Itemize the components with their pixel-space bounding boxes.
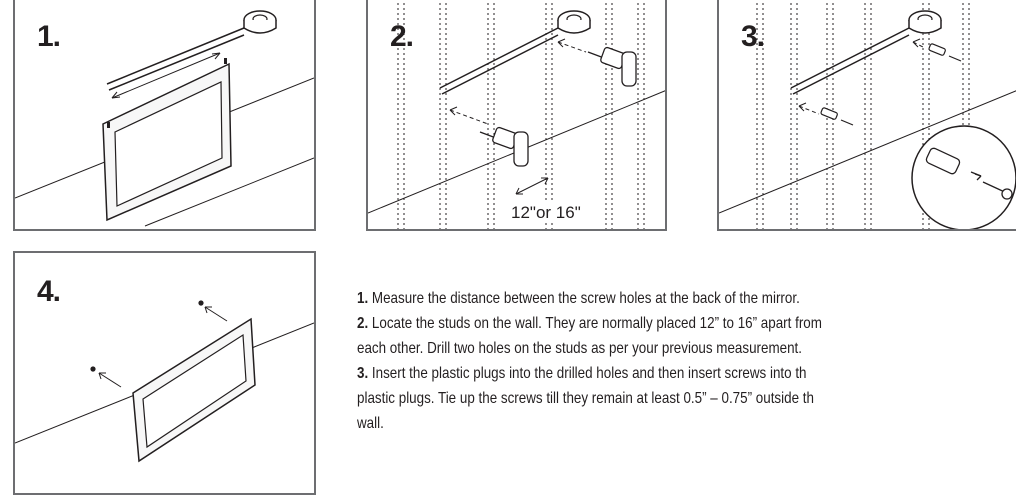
step-4-number: 4. xyxy=(37,275,61,308)
instruction-3: 3. Insert the plastic plugs into the dri… xyxy=(357,361,924,386)
instruction-2: 2. Locate the studs on the wall. They ar… xyxy=(357,311,924,336)
instruction-3-number: 3. xyxy=(357,365,369,382)
stud-spacing-label: 12"or 16" xyxy=(509,203,583,223)
instruction-2-number: 2. xyxy=(357,315,369,332)
instruction-2-text: Locate the studs on the wall. They are n… xyxy=(368,315,822,332)
instruction-1-number: 1. xyxy=(357,290,369,307)
instruction-2-continuation: each other. Drill two holes on the studs… xyxy=(357,340,803,357)
step-1-number: 1. xyxy=(37,20,61,53)
step-2-illustration: 2. 12"or 16" xyxy=(366,0,667,231)
instruction-3-continuation-2: wall. xyxy=(357,415,384,432)
stud-drilling-drawing xyxy=(368,0,665,229)
instruction-3-continuation: plastic plugs. Tie up the screws till th… xyxy=(357,390,814,407)
step-1-illustration: 1. xyxy=(13,0,316,231)
step-3-illustration: 3. xyxy=(717,0,1016,231)
step-2-number: 2. xyxy=(390,20,414,53)
installation-instructions: 1. Measure the distance between the scre… xyxy=(357,286,924,436)
instruction-1: 1. Measure the distance between the scre… xyxy=(357,286,924,311)
instruction-3-text: Insert the plastic plugs into the drille… xyxy=(368,365,807,382)
plug-insertion-drawing xyxy=(719,0,1016,229)
step-4-illustration: 4. xyxy=(13,251,316,495)
step-3-number: 3. xyxy=(741,20,765,53)
mirror-measure-drawing xyxy=(15,10,314,227)
mirror-hanging-drawing xyxy=(15,300,314,463)
instruction-1-text: Measure the distance between the screw h… xyxy=(368,290,800,307)
